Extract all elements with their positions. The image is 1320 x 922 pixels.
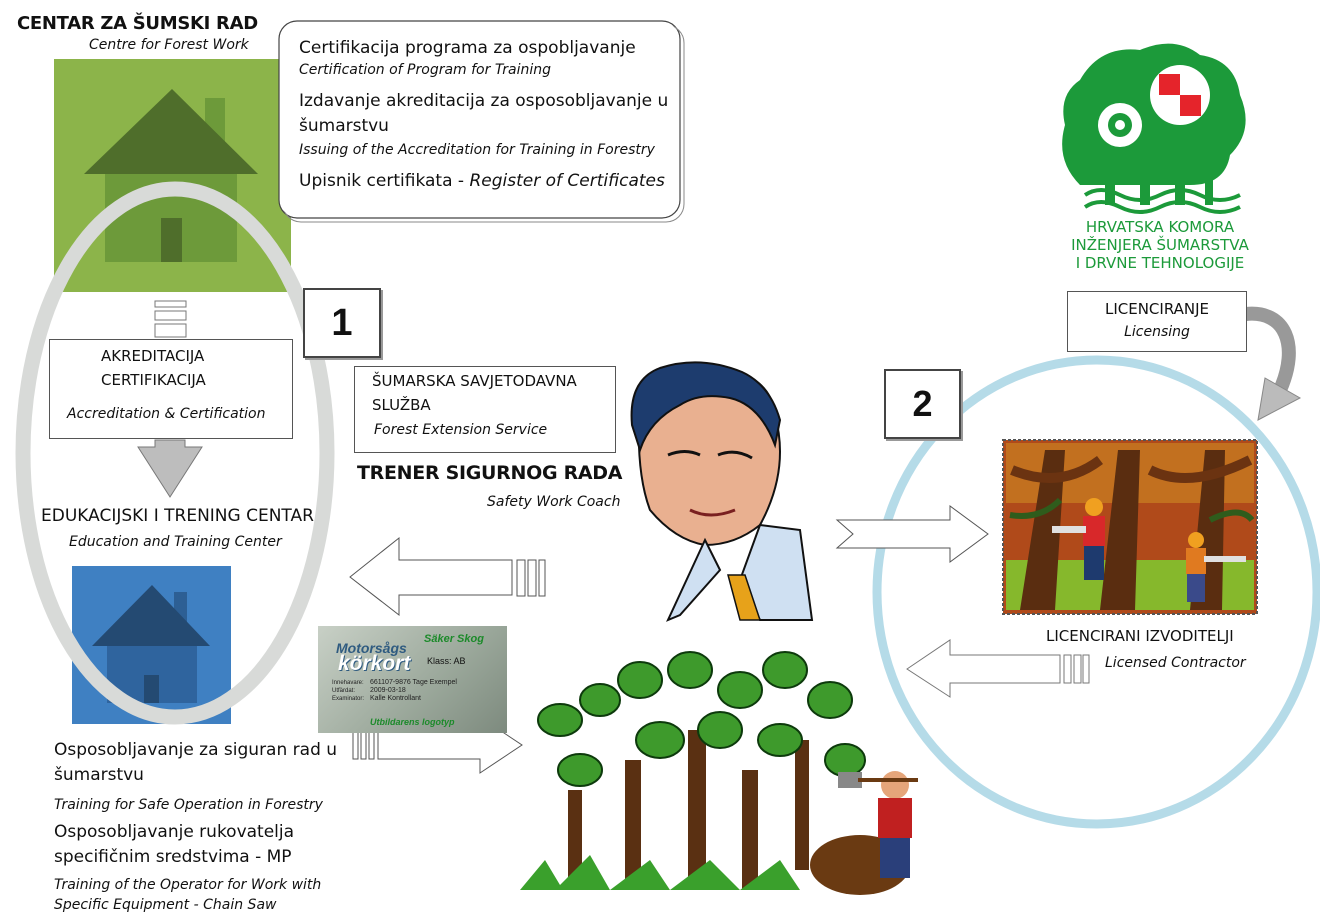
card-row1-val: 661107-9876 Tage Exempel (370, 679, 457, 686)
chamber-line1: HRVATSKA KOMORA (1085, 218, 1235, 236)
coach-title: TRENER SIGURNOG RADA (357, 462, 623, 484)
extension-en: Forest Extension Service (374, 422, 548, 438)
training-item1-en: Training for Safe Operation in Forestry (54, 797, 323, 813)
card-row3-val: Kalle Kontrollant (370, 695, 421, 702)
extension-service-box: ŠUMARSKA SAVJETODAVNA SLUŽBA Forest Exte… (354, 366, 616, 453)
chainsaw-license-card: Säker Skog Motorsågs körkort Klass: AB I… (318, 626, 507, 733)
contractor-ring (872, 355, 1320, 829)
service-register-hr: Upisnik certifikata - (299, 171, 470, 191)
chamber-name: HRVATSKA KOMORA INŽENJERA ŠUMARSTVA I DR… (1040, 218, 1280, 272)
step-2-badge: 2 (884, 369, 961, 439)
card-fields: Innehavare: 661107-9876 Tage Exempel Utfä… (332, 679, 457, 703)
green-house-icon (54, 59, 291, 292)
service-register: Upisnik certifikata - Register of Certif… (299, 169, 669, 193)
training-item1-hr: Osposobljavanje za siguran rad u šumarst… (54, 740, 338, 785)
card-row2-val: 2009-03-18 (370, 687, 406, 694)
extension-line2: SLUŽBA (372, 396, 431, 414)
accreditation-box: AKREDITACIJA CERTIFIKACIJA Accreditation… (49, 339, 293, 439)
card-title1: Motorsågs (336, 640, 407, 656)
center-title: CENTAR ZA ŠUMSKI RAD (17, 13, 258, 34)
card-row1-label: Innehavare: (332, 680, 364, 686)
licensing-en: Licensing (1124, 324, 1190, 340)
safety-coach-illustration (630, 361, 814, 622)
card-row3-label: Examinator: (332, 696, 365, 702)
licensing-box: LICENCIRANJE Licensing (1067, 291, 1247, 352)
card-row2-label: Utfärdat: (332, 688, 356, 694)
card-klass: Klass: AB (427, 656, 466, 666)
services-box: Certifikacija programa za ospobljavanje … (299, 36, 669, 193)
step-2-label: 2 (912, 383, 933, 424)
extension-line1: ŠUMARSKA SAVJETODAVNA (372, 372, 577, 390)
right-arrow-coach (835, 505, 989, 563)
blue-house-icon (72, 566, 231, 724)
coach-en: Safety Work Coach (487, 494, 621, 510)
chamber-logo (1062, 43, 1246, 214)
accreditation-en: Accreditation & Certification (67, 406, 266, 422)
accreditation-line2: CERTIFIKACIJA (101, 371, 206, 389)
contractor-hr: LICENCIRANI IZVODITELJI (1046, 627, 1234, 645)
step-1-label: 1 (331, 302, 353, 344)
service-register-en: Register of Certificates (469, 171, 665, 191)
licensing-hr: LICENCIRANJE (1104, 300, 1210, 318)
card-footer: Utbildarens logotyp (370, 717, 455, 727)
contractor-en: Licensed Contractor (1105, 655, 1246, 671)
edu-center-en: Education and Training Center (69, 534, 282, 550)
service-accreditation-hr: Izdavanje akreditacija za osposobljavanj… (299, 91, 669, 136)
training-list: Osposobljavanje za siguran rad u šumarst… (54, 738, 354, 915)
service-certification-en: Certification of Program for Training (299, 62, 552, 78)
card-title2: körkort (338, 652, 411, 675)
left-arrow-coach (349, 536, 546, 617)
forest-workers-illustration (1002, 439, 1258, 615)
service-certification-hr: Certifikacija programa za ospobljavanje (299, 38, 636, 58)
trees-illustration (520, 651, 918, 895)
left-arrow-contractor (906, 639, 1090, 698)
card-brand: Säker Skog (424, 633, 484, 645)
licensing-curved-arrow (1245, 306, 1302, 421)
step-1-badge: 1 (303, 288, 381, 358)
accreditation-line1: AKREDITACIJA (101, 347, 205, 365)
training-item2-hr: Osposobljavanje rukovatelja specifičnim … (54, 822, 295, 867)
chamber-line3: I DRVNE TEHNOLOGIJE (1075, 254, 1245, 272)
center-subtitle: Centre for Forest Work (89, 37, 249, 53)
chamber-line2: INŽENJERA ŠUMARSTVA (1071, 236, 1249, 254)
edu-center-title: EDUKACIJSKI I TRENING CENTAR (41, 506, 314, 526)
education-ring (15, 181, 335, 725)
training-item2-en: Training of the Operator for Work with S… (54, 877, 322, 913)
service-accreditation-en: Issuing of the Accreditation for Trainin… (299, 142, 655, 158)
connector-stripes (154, 300, 187, 338)
down-arrow (137, 439, 203, 498)
